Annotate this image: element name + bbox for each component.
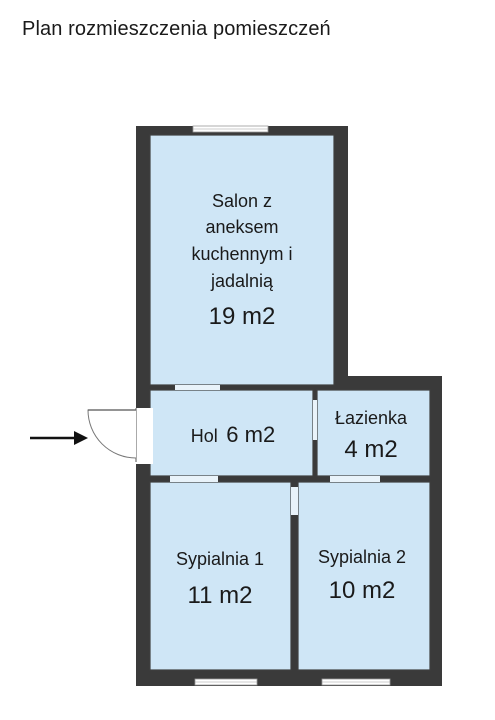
room-sypialnia-2 xyxy=(297,481,431,671)
room-salon xyxy=(149,134,335,386)
internal-doors xyxy=(170,385,380,515)
sypialnia-2-label: Sypialnia 2 xyxy=(318,547,406,567)
hol-label: Hol 6 m2 xyxy=(191,422,275,447)
salon-label-line-4: jadalnią xyxy=(210,271,274,291)
hol-name: Hol xyxy=(191,426,218,446)
salon-label-line-1: Salon z xyxy=(212,191,272,211)
lazienka-label: Łazienka xyxy=(335,408,408,428)
entry-arrow-icon xyxy=(30,431,88,445)
sypialnia-1-label: Sypialnia 1 xyxy=(176,549,264,569)
windows xyxy=(192,125,391,686)
sypialnia-2-area: 10 m2 xyxy=(329,577,396,604)
room-sypialnia-1 xyxy=(149,481,292,671)
hol-area: 6 m2 xyxy=(226,422,275,447)
sypialnia-1-area: 11 m2 xyxy=(188,582,253,609)
entrance-door xyxy=(87,408,153,464)
salon-area: 19 m2 xyxy=(209,303,276,330)
salon-label-line-3: kuchennym i xyxy=(191,244,292,264)
salon-label-line-2: aneksem xyxy=(205,217,278,237)
page-title: Plan rozmieszczenia pomieszczeń xyxy=(22,18,331,40)
lazienka-area: 4 m2 xyxy=(344,436,397,463)
room-lazienka xyxy=(316,389,431,477)
room-hol xyxy=(149,389,314,477)
